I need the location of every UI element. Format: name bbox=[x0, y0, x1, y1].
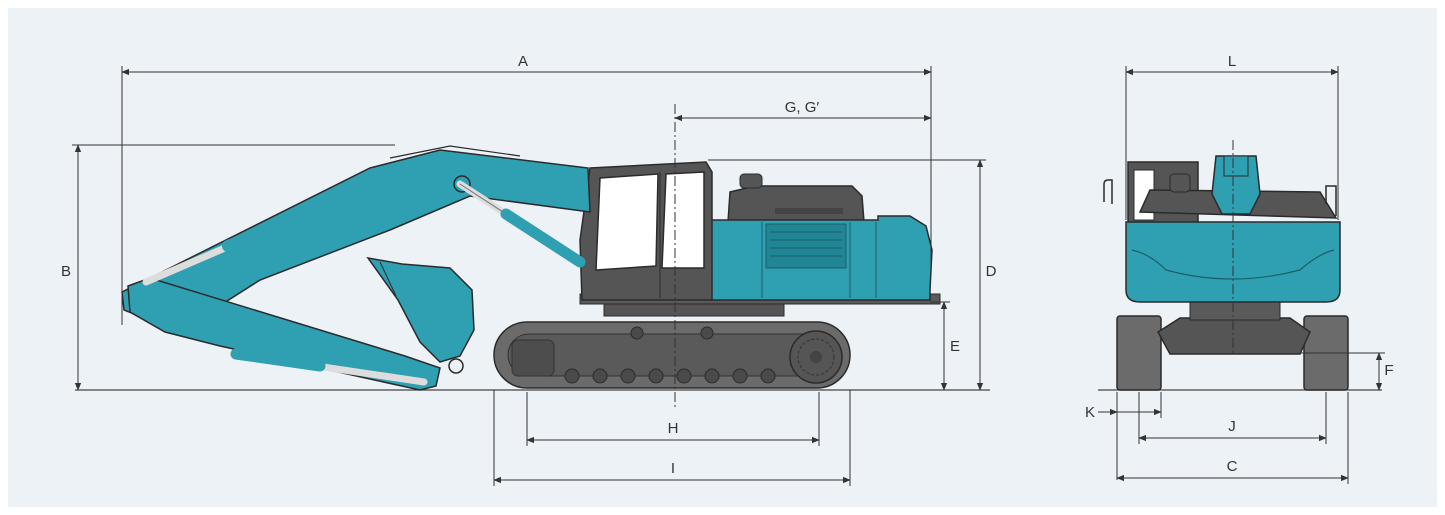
label-g: G, G′ bbox=[785, 99, 820, 116]
dimension-lines bbox=[72, 66, 1385, 486]
label-c: C bbox=[1227, 458, 1238, 475]
side-cab bbox=[579, 161, 713, 301]
label-f: F bbox=[1384, 362, 1393, 379]
label-j: J bbox=[1228, 418, 1236, 435]
side-arm bbox=[127, 224, 441, 391]
side-engine-hood bbox=[727, 173, 865, 223]
label-e: E bbox=[950, 338, 960, 355]
label-d: D bbox=[986, 263, 997, 280]
side-track bbox=[493, 321, 851, 389]
excavator-front-view bbox=[1098, 140, 1382, 391]
label-a: A bbox=[518, 53, 528, 70]
excavator-side-view bbox=[75, 104, 990, 408]
label-k: K bbox=[1085, 404, 1095, 421]
label-l: L bbox=[1228, 53, 1236, 70]
label-b: B bbox=[61, 263, 71, 280]
side-boom-cylinder bbox=[456, 180, 586, 268]
label-i: I bbox=[671, 460, 675, 477]
side-bucket bbox=[366, 256, 475, 374]
side-upper-body bbox=[709, 215, 933, 301]
label-h: H bbox=[668, 420, 679, 437]
